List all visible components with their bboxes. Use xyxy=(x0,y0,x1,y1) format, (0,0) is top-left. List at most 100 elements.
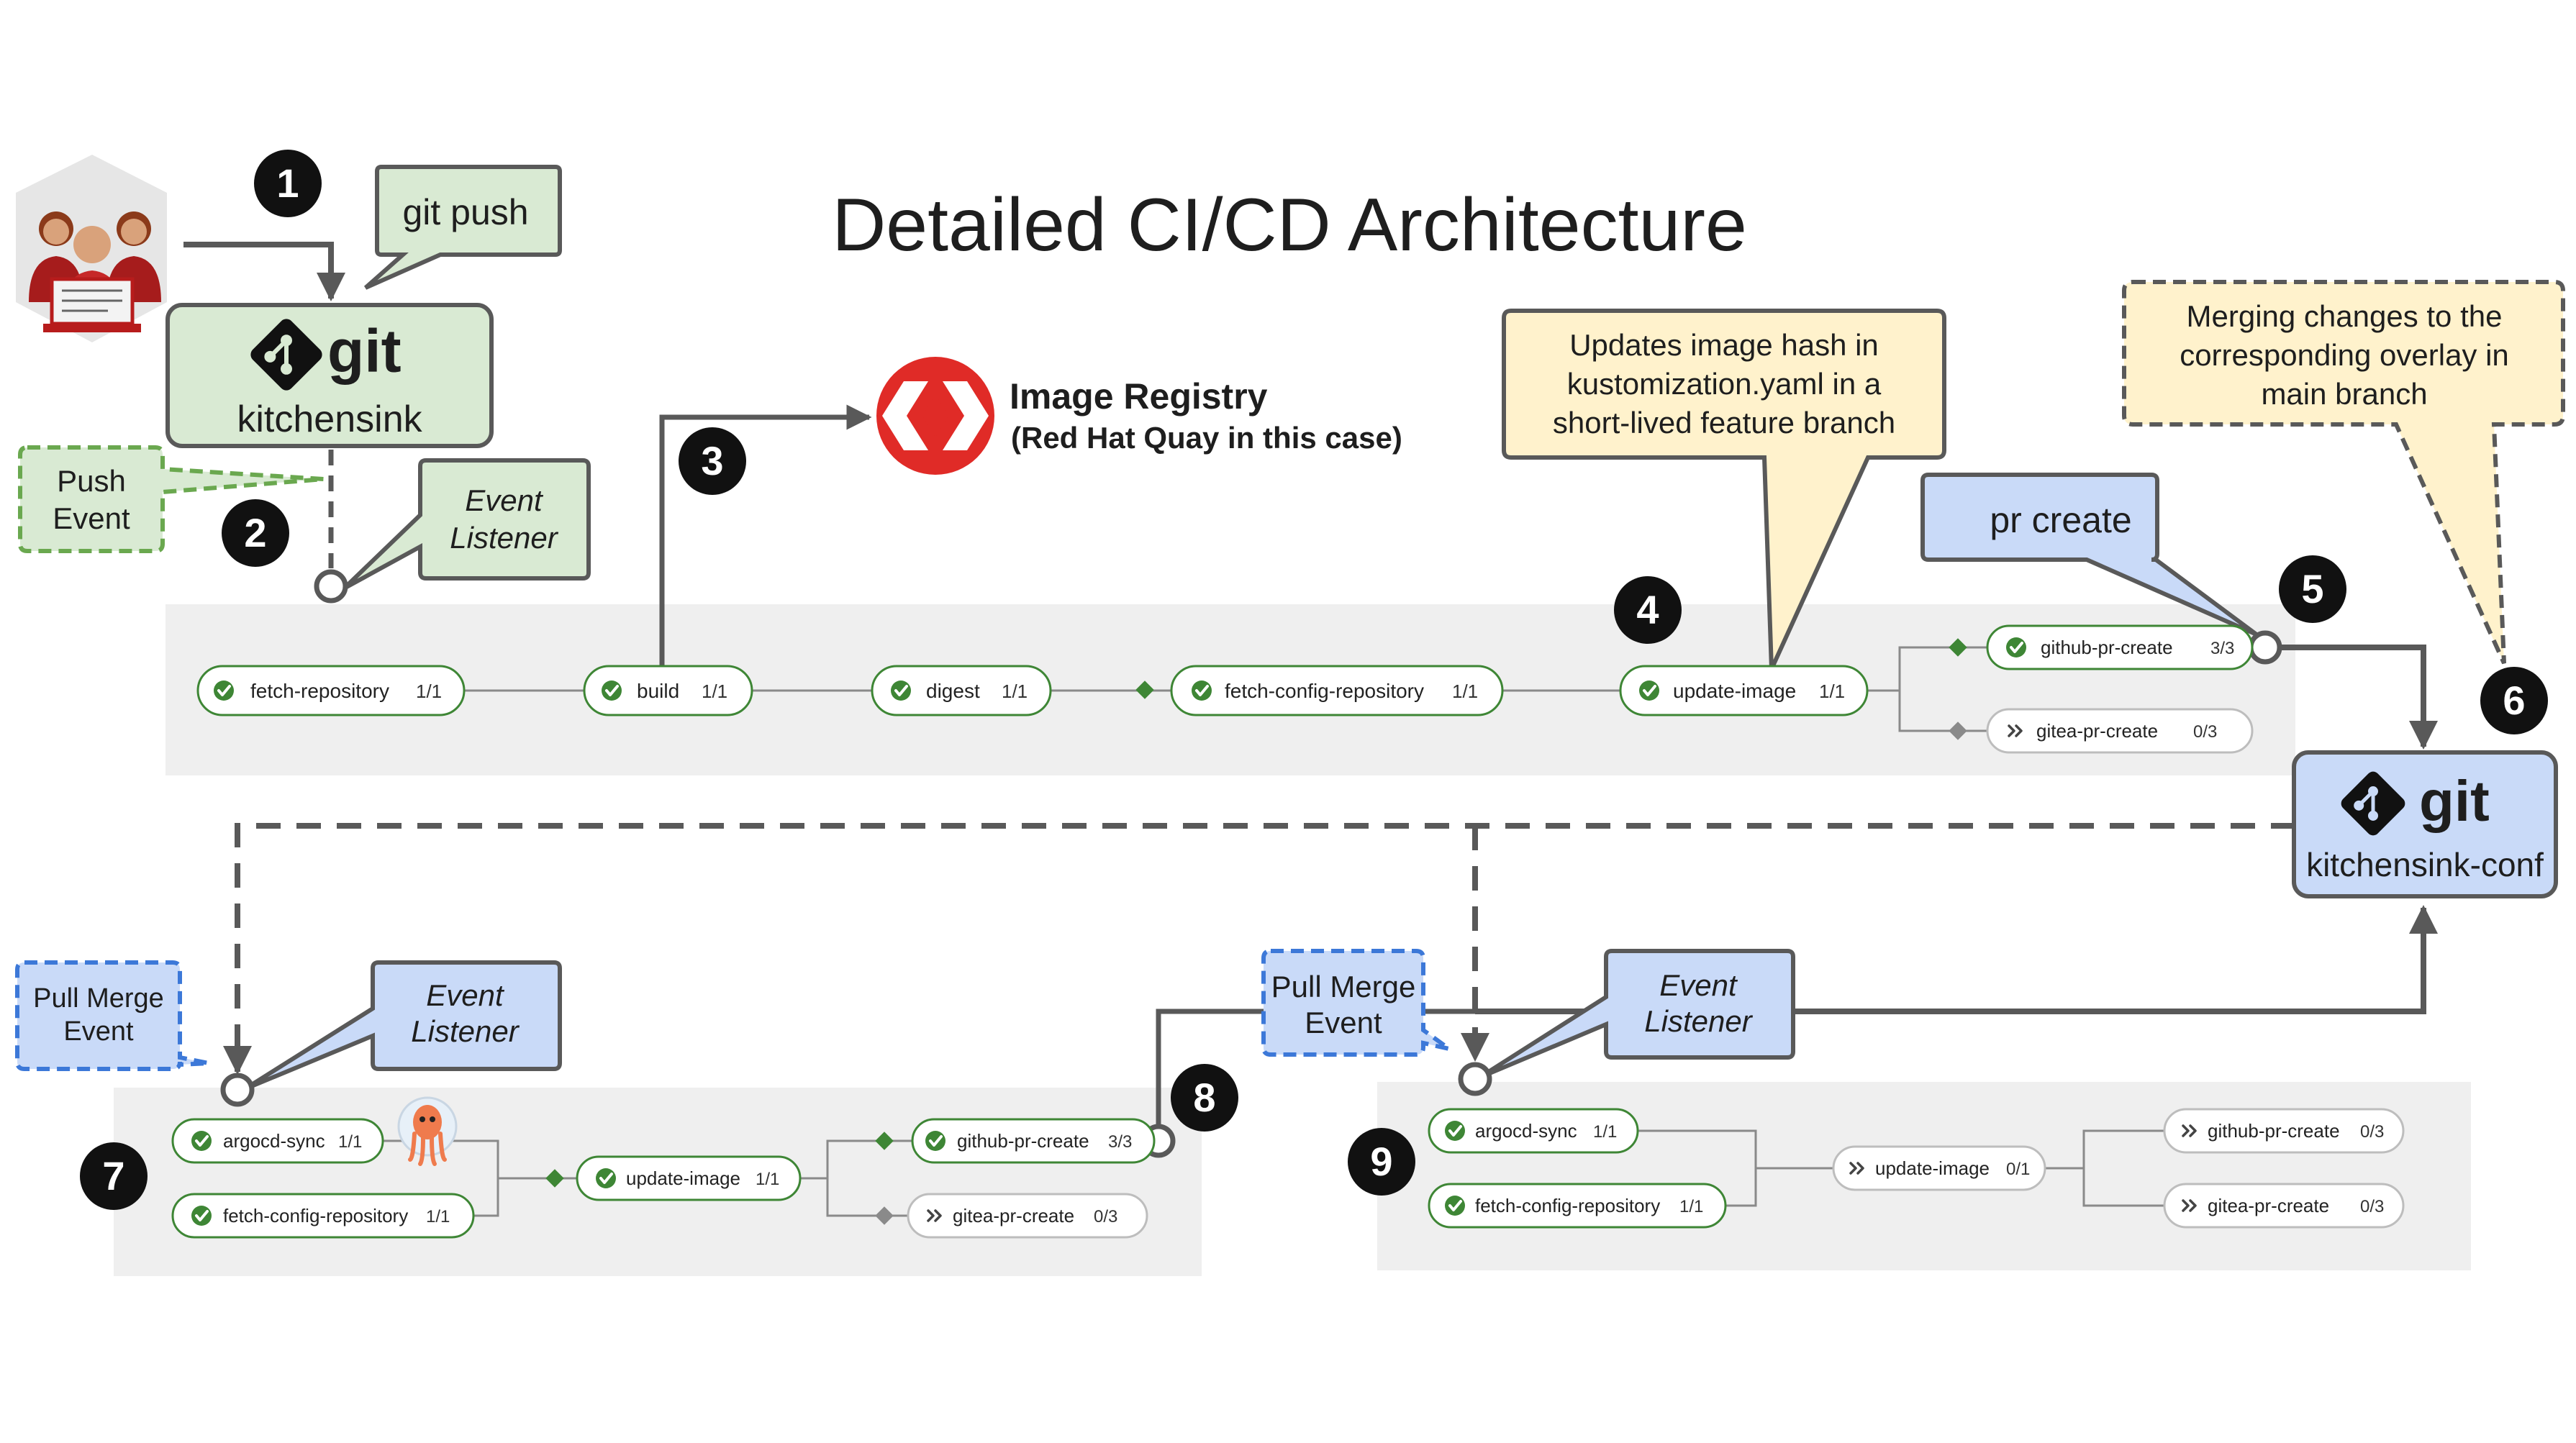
pipeline-task[interactable]: github-pr-create 0/3 xyxy=(2163,1108,2405,1154)
svg-text:0/3: 0/3 xyxy=(2360,1197,2384,1216)
kitchensink-conf-repo: git kitchensink-conf xyxy=(2292,750,2558,898)
svg-text:fetch-config-repository: fetch-config-repository xyxy=(1475,1195,1660,1216)
svg-text:Listener: Listener xyxy=(450,521,558,555)
pipeline-task[interactable]: build 1/1 xyxy=(583,665,753,716)
git-logo-text: git xyxy=(327,317,402,385)
svg-text:github-pr-create: github-pr-create xyxy=(2208,1120,2340,1142)
svg-text:1/1: 1/1 xyxy=(426,1207,450,1226)
svg-text:gitea-pr-create: gitea-pr-create xyxy=(953,1205,1074,1226)
svg-text:Event: Event xyxy=(465,483,544,517)
pipeline-task[interactable]: argocd-sync 1/1 xyxy=(171,1118,384,1164)
registry-title: Image Registry xyxy=(1010,376,1268,416)
svg-text:Listener: Listener xyxy=(411,1014,520,1048)
svg-text:short-lived feature branch: short-lived feature branch xyxy=(1553,406,1895,440)
svg-text:1/1: 1/1 xyxy=(1002,680,1028,702)
pipeline-task[interactable]: update-image 1/1 xyxy=(1619,665,1869,716)
pipeline-task[interactable]: argocd-sync 1/1 xyxy=(1428,1108,1639,1154)
svg-text:3: 3 xyxy=(701,438,723,483)
argo-octopus-icon xyxy=(397,1096,458,1166)
svg-text:1/1: 1/1 xyxy=(338,1132,362,1152)
svg-text:git push: git push xyxy=(402,192,528,232)
pull-merge-event-callout-mid: Pull Merge Event xyxy=(1261,949,1451,1057)
svg-text:9: 9 xyxy=(1370,1139,1392,1184)
pipeline-task[interactable]: gitea-pr-create 0/3 xyxy=(2163,1183,2405,1229)
pipeline-task[interactable]: gitea-pr-create 0/3 xyxy=(1986,708,2254,754)
team-icon xyxy=(16,155,167,342)
svg-text:0/3: 0/3 xyxy=(1094,1207,1117,1226)
quay-logo-icon xyxy=(876,357,994,475)
svg-text:Event: Event xyxy=(63,1016,134,1047)
svg-text:Event: Event xyxy=(53,501,130,535)
svg-text:Event: Event xyxy=(426,978,505,1012)
svg-text:Push: Push xyxy=(57,464,126,498)
svg-text:github-pr-create: github-pr-create xyxy=(2041,637,2173,658)
svg-text:1/1: 1/1 xyxy=(416,680,442,702)
svg-text:main branch: main branch xyxy=(2261,377,2427,411)
pipeline-task[interactable]: fetch-config-repository 1/1 xyxy=(1428,1183,1727,1229)
git-logo-text: git xyxy=(2419,769,2490,833)
svg-text:1/1: 1/1 xyxy=(1819,680,1845,702)
svg-text:0/3: 0/3 xyxy=(2193,722,2217,742)
pull-merge-event-callout-left: Pull Merge Event xyxy=(15,960,209,1071)
svg-text:1/1: 1/1 xyxy=(756,1170,779,1189)
svg-text:update-image: update-image xyxy=(1673,680,1796,702)
pipeline-task[interactable]: digest 1/1 xyxy=(871,665,1052,716)
svg-text:update-image: update-image xyxy=(1875,1157,1990,1179)
pipeline-task[interactable]: fetch-config-repository 1/1 xyxy=(171,1193,475,1239)
stage-pipeline: argocd-sync 1/1 fetch-config-repository … xyxy=(171,1096,1156,1239)
svg-text:6: 6 xyxy=(2503,678,2525,723)
svg-text:pr create: pr create xyxy=(1990,500,2131,540)
git-logo-icon xyxy=(2341,771,2405,836)
pipeline-task[interactable]: github-pr-create 3/3 xyxy=(911,1118,1156,1164)
svg-text:fetch-config-repository: fetch-config-repository xyxy=(223,1205,408,1226)
event-listener-callout-mid: Event Listener xyxy=(1478,949,1795,1080)
svg-text:3/3: 3/3 xyxy=(2210,639,2234,658)
repo-name: kitchensink xyxy=(237,399,422,440)
pipeline-task[interactable]: gitea-pr-create 0/3 xyxy=(907,1193,1148,1239)
update-hash-callout: Updates image hash in kustomization.yaml… xyxy=(1502,309,1946,670)
svg-text:Updates image hash in: Updates image hash in xyxy=(1569,328,1879,362)
svg-text:Pull Merge: Pull Merge xyxy=(33,983,164,1014)
svg-text:1/1: 1/1 xyxy=(1593,1122,1617,1142)
svg-text:digest: digest xyxy=(926,680,980,702)
svg-text:4: 4 xyxy=(1636,587,1659,632)
svg-text:fetch-config-repository: fetch-config-repository xyxy=(1225,680,1424,702)
step-9: 9 xyxy=(1348,1128,1415,1196)
pipeline-task[interactable]: update-image 1/1 xyxy=(576,1155,802,1201)
svg-text:build: build xyxy=(637,680,679,702)
step-6: 6 xyxy=(2480,667,2548,734)
step-5: 5 xyxy=(2279,555,2346,623)
svg-text:kustomization.yaml in a: kustomization.yaml in a xyxy=(1567,367,1882,401)
svg-text:Pull Merge: Pull Merge xyxy=(1271,970,1416,1003)
pipeline-task[interactable]: fetch-repository 1/1 xyxy=(196,665,466,716)
svg-text:1/1: 1/1 xyxy=(1679,1197,1703,1216)
svg-text:8: 8 xyxy=(1193,1075,1215,1120)
git-push-callout: git push xyxy=(364,165,562,290)
event-listener-callout-left: Event Listener xyxy=(243,960,562,1091)
event-listener-callout: Event Listener xyxy=(342,458,591,591)
svg-text:Listener: Listener xyxy=(1644,1004,1753,1038)
pipeline-task[interactable]: update-image 0/1 xyxy=(1832,1145,2046,1191)
git-logo-icon xyxy=(250,319,322,391)
svg-text:argocd-sync: argocd-sync xyxy=(1475,1120,1577,1142)
step-1: 1 xyxy=(254,150,322,217)
step-4: 4 xyxy=(1614,576,1682,644)
svg-text:3/3: 3/3 xyxy=(1108,1132,1132,1152)
svg-text:7: 7 xyxy=(102,1153,124,1198)
prod-pipeline: argocd-sync 1/1 fetch-config-repository … xyxy=(1428,1108,2405,1229)
svg-text:5: 5 xyxy=(2301,566,2323,611)
merging-changes-callout: Merging changes to the corresponding ove… xyxy=(2122,280,2565,665)
registry-subtitle: (Red Hat Quay in this case) xyxy=(1011,421,1402,455)
step-markers: 1 2 3 4 5 6 7 8 9 xyxy=(80,150,2548,1210)
svg-text:1/1: 1/1 xyxy=(702,680,727,702)
repo-name: kitchensink-conf xyxy=(2306,846,2544,883)
pipeline-task[interactable]: github-pr-create 3/3 xyxy=(1986,624,2254,670)
svg-text:fetch-repository: fetch-repository xyxy=(250,680,389,702)
pipeline-task[interactable]: fetch-config-repository 1/1 xyxy=(1170,665,1504,716)
svg-text:Event: Event xyxy=(1659,968,1738,1002)
svg-text:gitea-pr-create: gitea-pr-create xyxy=(2036,720,2158,742)
step-8: 8 xyxy=(1171,1064,1238,1132)
svg-text:1: 1 xyxy=(276,160,299,206)
push-event-callout: Push Event xyxy=(18,445,325,553)
